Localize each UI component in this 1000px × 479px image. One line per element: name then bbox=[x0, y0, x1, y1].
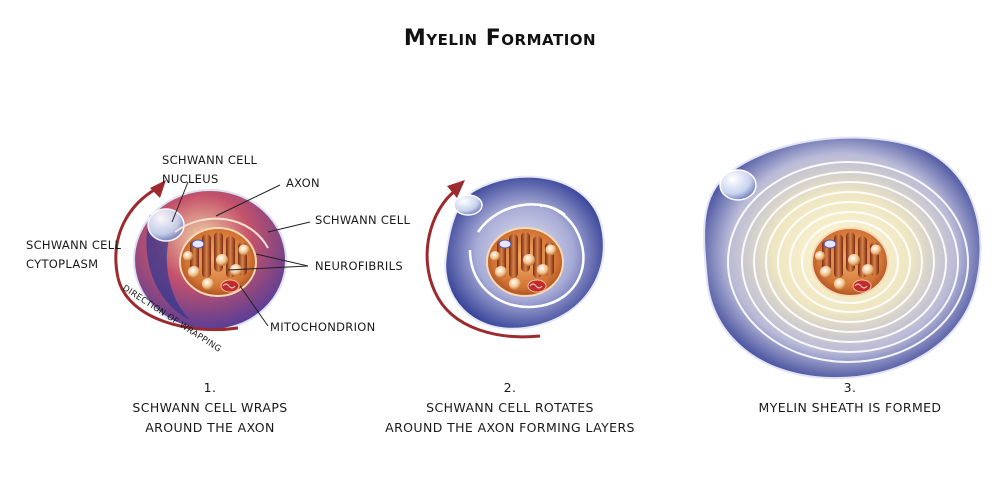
label-mitochondrion: MITOCHONDRION bbox=[270, 320, 376, 334]
step-caption-1: 1. SCHWANN CELL WRAPS AROUND THE AXON bbox=[132, 380, 288, 435]
wrap-arrow-2 bbox=[425, 188, 457, 293]
label-schwann-cell: SCHWANN CELL bbox=[315, 213, 411, 227]
stage-3-myelin-sheath bbox=[703, 136, 982, 380]
stage-2-schwann-cell bbox=[425, 175, 605, 339]
step-caption-3: 3. MYELIN SHEATH IS FORMED bbox=[758, 380, 942, 415]
page-title: Myelin Formation bbox=[403, 26, 597, 51]
leader-lines bbox=[171, 181, 311, 327]
label-axon: AXON bbox=[286, 176, 320, 190]
label-neurofibrils: NEUROFIBRILS bbox=[315, 259, 403, 273]
schwann-nucleus-2 bbox=[453, 194, 483, 216]
wrap-arrowhead-2 bbox=[447, 180, 465, 198]
step-caption-2: 2. SCHWANN CELL ROTATES AROUND THE AXON … bbox=[385, 380, 635, 435]
label-schwann-cytoplasm: SCHWANN CELL CYTOPLASM bbox=[26, 238, 122, 271]
label-schwann-nucleus: SCHWANN CELL NUCLEUS bbox=[162, 153, 258, 186]
wrap-arrowhead-1 bbox=[150, 180, 166, 198]
stage-1-schwann-cell bbox=[114, 180, 287, 332]
schwann-nucleus-3 bbox=[719, 169, 757, 201]
schwann-nucleus-1 bbox=[147, 208, 185, 242]
